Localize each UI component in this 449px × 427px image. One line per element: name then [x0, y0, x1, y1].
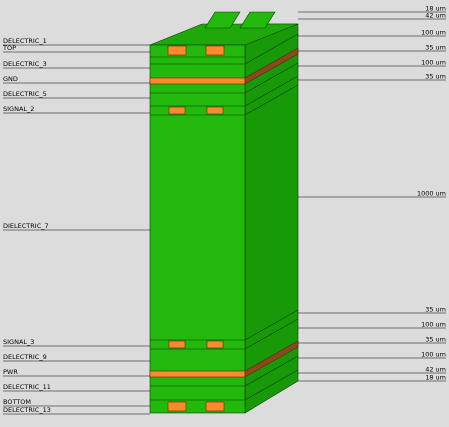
- top-pad-2: [205, 45, 225, 56]
- front-face: [149, 44, 246, 414]
- thickness-value: 18 um: [425, 5, 446, 13]
- layer-label-item: PWR: [3, 368, 150, 377]
- thickness-label-item: 42 um: [298, 12, 446, 20]
- gnd-plane-side: [244, 47, 299, 85]
- thickness-label-item: 100 um: [298, 321, 446, 329]
- thickness-value: 35 um: [425, 73, 446, 81]
- layer-label-item: DELECTRIC_13: [3, 406, 150, 415]
- signal3-trace-1: [168, 340, 186, 349]
- thickness-value: 35 um: [425, 306, 446, 314]
- thickness-value: 42 um: [425, 12, 446, 20]
- thickness-label-item: 42 um: [298, 366, 446, 374]
- thickness-label-item: 35 um: [298, 336, 446, 344]
- layer-label-item: TOP: [2, 44, 150, 53]
- layer-label-item: DELECTRIC_3: [3, 60, 150, 69]
- layer-label-item: SIGNAL_2: [3, 105, 150, 114]
- thickness-value: 35 um: [425, 336, 446, 344]
- bottom-pad-1: [167, 401, 187, 412]
- layer-name: SIGNAL_3: [3, 338, 34, 346]
- thickness-value: 42 um: [425, 366, 446, 374]
- bottom-pad-2: [205, 401, 225, 412]
- side-face: [244, 23, 299, 414]
- layer-label-item: DELECTRIC_1: [3, 37, 150, 46]
- thickness-label-item: 1000 um: [298, 190, 446, 198]
- thickness-label-item: 100 um: [298, 29, 446, 37]
- thickness-label-item: 100 um: [298, 59, 446, 67]
- layer-label-item: DELECTRIC_9: [3, 353, 150, 362]
- thickness-label-item: 18 um: [298, 5, 446, 13]
- layer-name: DELECTRIC_1: [3, 37, 47, 45]
- thickness-value: 100 um: [421, 351, 446, 359]
- layer-label-item: DIELECTRIC_7: [3, 222, 150, 231]
- signal3-trace-2: [206, 340, 224, 349]
- thickness-value: 35 um: [425, 44, 446, 52]
- signal2-trace-1: [168, 106, 186, 115]
- top-ridge-2: [239, 11, 276, 29]
- layer-label-item: BOTTOM: [3, 398, 150, 407]
- layer-name: DELECTRIC_11: [3, 383, 51, 391]
- layer-name: DIELECTRIC_7: [3, 222, 49, 230]
- layer-name: DELECTRIC_13: [3, 406, 51, 414]
- layer-name: PWR: [3, 368, 18, 376]
- copper-features: [149, 45, 299, 412]
- thickness-value: 100 um: [421, 29, 446, 37]
- layer-label-item: SIGNAL_3: [3, 338, 150, 347]
- stackup-body: [149, 11, 299, 414]
- thickness-value: 1000 um: [417, 190, 446, 198]
- thickness-label-item: 100 um: [298, 351, 446, 359]
- top-pad-1: [167, 45, 187, 56]
- thickness-value: 100 um: [421, 59, 446, 67]
- layer-label-item: GND: [3, 75, 150, 84]
- gnd-plane: [149, 77, 246, 85]
- thickness-label-item: 35 um: [298, 73, 446, 81]
- layer-name: DELECTRIC_5: [3, 90, 47, 98]
- thickness-value: 18 um: [425, 374, 446, 382]
- thickness-label-item: 35 um: [298, 44, 446, 52]
- top-ridge-1: [204, 11, 241, 29]
- layer-name: DELECTRIC_9: [3, 353, 47, 361]
- thickness-label-item: 18 um: [298, 374, 446, 382]
- layer-name: BOTTOM: [3, 398, 31, 406]
- layer-label-item: DELECTRIC_11: [3, 383, 150, 392]
- layer-name: DELECTRIC_3: [3, 60, 47, 68]
- thickness-label-item: 35 um: [298, 306, 446, 314]
- layer-boundaries: [150, 33, 299, 401]
- layer-name: SIGNAL_2: [3, 105, 34, 113]
- layer-label-item: DELECTRIC_5: [3, 90, 150, 99]
- layer-name: TOP: [2, 44, 16, 52]
- pwr-plane: [149, 370, 246, 378]
- layer-name: GND: [3, 75, 18, 83]
- thickness-value: 100 um: [421, 321, 446, 329]
- signal2-trace-2: [206, 106, 224, 115]
- pwr-plane-side: [244, 340, 299, 378]
